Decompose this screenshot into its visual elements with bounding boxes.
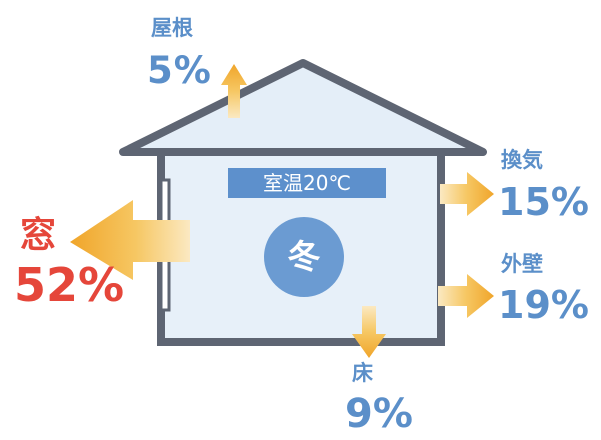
floor-label: 床 xyxy=(352,361,373,385)
ventilation-arrow xyxy=(440,172,494,216)
ventilation-label: 換気 xyxy=(501,148,543,172)
roof-arrow xyxy=(221,64,247,118)
roof-percent: 5% xyxy=(147,49,212,92)
floor-arrow xyxy=(352,306,386,358)
window-arrow xyxy=(70,200,190,280)
exterior-wall-arrow xyxy=(438,274,494,318)
room-temperature-text: 室温20℃ xyxy=(263,171,351,195)
window-percent: 52% xyxy=(14,258,125,312)
season-text: 冬 xyxy=(287,237,321,276)
exterior-wall-percent: 19% xyxy=(498,283,589,327)
season-circle xyxy=(264,217,344,297)
floor-percent: 9% xyxy=(345,391,413,437)
room-temp-banner xyxy=(228,168,386,198)
ventilation-percent: 15% xyxy=(498,180,589,224)
window-label: 窓 xyxy=(20,215,57,256)
house xyxy=(119,59,487,346)
roof-label: 屋根 xyxy=(151,16,193,40)
exterior-wall-label: 外壁 xyxy=(501,252,543,276)
